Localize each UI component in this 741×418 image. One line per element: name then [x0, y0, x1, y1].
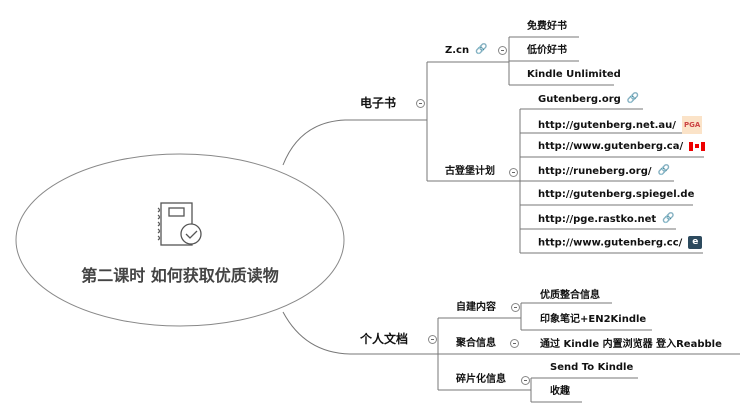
- collapse-button[interactable]: [416, 99, 425, 108]
- node-item[interactable]: 免费好书: [527, 21, 567, 32]
- node-label: http://www.gutenberg.ca/: [538, 141, 684, 152]
- root-title: 第二课时 如何获取优质读物: [81, 266, 279, 285]
- node-item[interactable]: 印象笔记+EN2Kindle: [540, 314, 647, 325]
- branch-personal[interactable]: 个人文档: [360, 332, 409, 346]
- node-label: http://runeberg.org/: [538, 166, 652, 177]
- root-ellipse: [15, 153, 345, 327]
- node-item[interactable]: http://runeberg.org/ 🔗: [538, 164, 670, 179]
- link-icon[interactable]: 🔗: [657, 165, 670, 176]
- link-icon[interactable]: 🔗: [475, 44, 488, 55]
- canada-flag-icon: [689, 141, 706, 151]
- node-label: http://gutenberg.net.au/: [538, 120, 676, 131]
- node-zcn[interactable]: Z.cn 🔗: [445, 43, 488, 58]
- node-item[interactable]: Send To Kindle: [550, 362, 634, 373]
- branch-ebook[interactable]: 电子书: [360, 96, 397, 110]
- collapse-button[interactable]: [509, 168, 518, 177]
- node-gutenberg[interactable]: 古登堡计划: [445, 166, 495, 177]
- node-item[interactable]: http://www.gutenberg.cc/e: [538, 236, 703, 251]
- link-icon[interactable]: 🔗: [662, 213, 675, 224]
- node-item[interactable]: 通过 Kindle 内置浏览器 登入Reabble: [540, 339, 722, 350]
- node-item[interactable]: Kindle Unlimited: [527, 69, 621, 80]
- node-self[interactable]: 自建内容: [456, 302, 496, 313]
- node-item[interactable]: 优质整合信息: [540, 290, 600, 301]
- node-item[interactable]: Gutenberg.org 🔗: [538, 92, 639, 107]
- collapse-button[interactable]: [428, 335, 437, 344]
- collapse-button[interactable]: [511, 303, 520, 312]
- notebook-check-icon: [157, 202, 202, 246]
- node-label: http://www.gutenberg.cc/: [538, 237, 683, 249]
- link-icon[interactable]: 🔗: [626, 93, 640, 104]
- node-frag[interactable]: 碎片化信息: [456, 374, 506, 385]
- node-item[interactable]: http://gutenberg.net.au/PGA: [538, 116, 703, 134]
- node-item[interactable]: 收趣: [550, 386, 570, 397]
- node-item[interactable]: http://pge.rastko.net 🔗: [538, 212, 675, 227]
- node-item[interactable]: http://gutenberg.spiegel.de: [538, 189, 695, 200]
- node-item[interactable]: http://www.gutenberg.ca/: [538, 140, 706, 154]
- pga-logo-icon: PGA: [681, 116, 703, 134]
- collapse-button[interactable]: [510, 339, 519, 348]
- collapse-button[interactable]: [521, 376, 530, 385]
- node-label: Gutenberg.org: [538, 94, 621, 105]
- collapse-button[interactable]: [498, 46, 507, 55]
- node-item[interactable]: 低价好书: [527, 45, 567, 56]
- node-label: http://pge.rastko.net: [538, 214, 657, 225]
- node-label: Z.cn: [445, 45, 470, 56]
- book-logo-icon: e: [688, 236, 703, 249]
- node-agg[interactable]: 聚合信息: [456, 338, 496, 349]
